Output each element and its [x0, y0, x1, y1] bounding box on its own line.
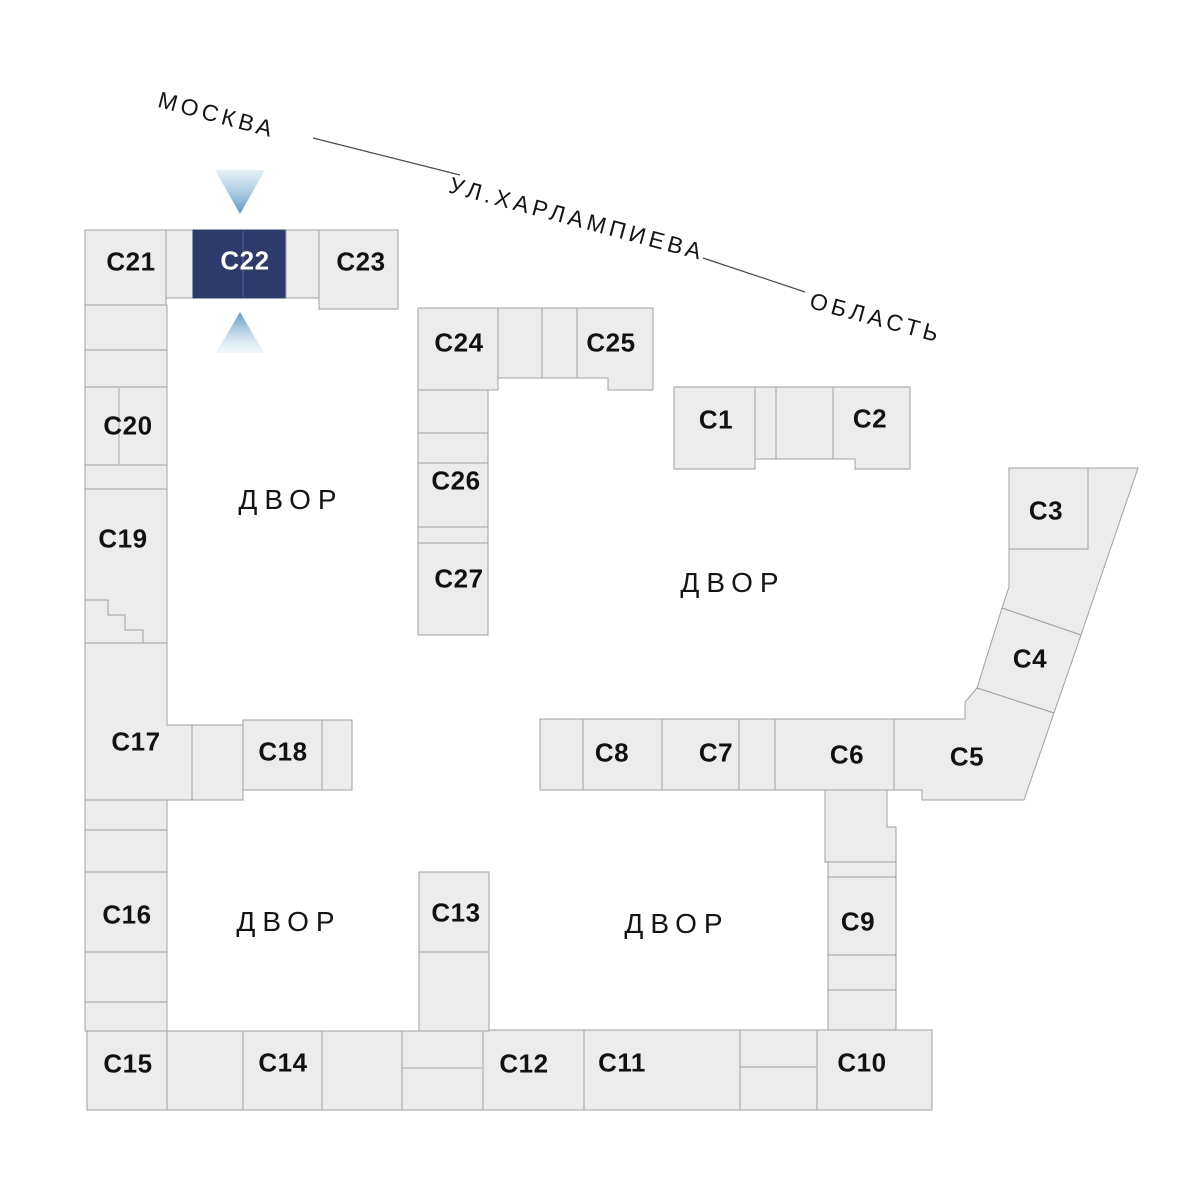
building-section [84, 304, 168, 351]
building-label-c7[interactable]: С7 [698, 737, 734, 768]
building-section [739, 1029, 818, 1068]
building-label-c1[interactable]: С1 [698, 404, 734, 435]
building-c17-shape[interactable] [84, 642, 193, 801]
building-c9-shape[interactable] [827, 876, 897, 956]
building-section [84, 829, 168, 873]
building-c6-shape[interactable] [774, 718, 895, 791]
entrance-arrow-down-icon [215, 170, 265, 214]
building-section [418, 951, 490, 1032]
building-label-c21[interactable]: С21 [106, 246, 156, 277]
building-section [754, 386, 777, 460]
building-section [541, 307, 578, 379]
building-section [401, 1030, 484, 1111]
building-section [775, 386, 834, 460]
building-label-c4[interactable]: С4 [1012, 643, 1048, 674]
building-section [84, 464, 168, 490]
building-label-c24[interactable]: С24 [434, 327, 484, 358]
building-c2-shape[interactable] [832, 386, 911, 470]
building-label-c16[interactable]: С16 [102, 899, 152, 930]
building-c10-shape[interactable] [816, 1029, 933, 1111]
building-label-c11[interactable]: С11 [598, 1047, 646, 1078]
courtyard-label-bottom-left: ДВОР [236, 906, 342, 937]
building-c20-shape[interactable] [84, 386, 168, 466]
building-label-c8[interactable]: С8 [594, 737, 630, 768]
building-section [417, 526, 489, 544]
building-label-c23[interactable]: С23 [336, 246, 386, 277]
building-c13-shape[interactable] [418, 871, 490, 953]
building-label-c26[interactable]: С26 [431, 465, 481, 496]
building-section [738, 718, 776, 791]
building-section [497, 307, 543, 379]
building-label-c27[interactable]: С27 [434, 563, 484, 594]
building-c11-shape[interactable] [583, 1029, 741, 1111]
building-c15-shape[interactable] [86, 1030, 168, 1111]
building-section [166, 1030, 244, 1111]
entrance-arrow-up-icon [216, 312, 264, 353]
building-section [827, 954, 897, 991]
building-c14-shape[interactable] [242, 1030, 323, 1111]
building-section [417, 389, 489, 434]
building-label-c12[interactable]: С12 [499, 1048, 549, 1079]
building-c5-shape[interactable] [893, 687, 1055, 801]
building-section [191, 724, 244, 801]
building-section [285, 229, 320, 299]
building-section [739, 1066, 818, 1111]
building-section [321, 719, 353, 791]
building-c12-shape[interactable] [482, 1029, 585, 1111]
building-label-c6[interactable]: С6 [829, 739, 865, 770]
street-line-left [312, 137, 461, 176]
building-section [321, 1030, 403, 1111]
building-c27-shape[interactable] [417, 542, 489, 636]
building-c3-shape[interactable] [1008, 467, 1089, 550]
building-label-c19[interactable]: С19 [98, 523, 148, 554]
building-section [84, 951, 168, 1003]
street-line-right [702, 257, 806, 293]
building-section [165, 229, 194, 299]
building-label-c5[interactable]: С5 [949, 741, 985, 772]
building-label-c17[interactable]: С17 [111, 726, 161, 757]
building-c1-shape[interactable] [673, 386, 756, 470]
building-label-c10[interactable]: С10 [837, 1047, 887, 1078]
building-section [84, 799, 168, 831]
building-c18-shape[interactable] [242, 719, 323, 791]
building-section [417, 432, 489, 464]
courtyard-label-top-right: ДВОР [680, 567, 786, 598]
building-c26-shape[interactable] [417, 462, 489, 528]
building-c22-shape-selected[interactable] [192, 229, 287, 299]
building-label-c13[interactable]: С13 [431, 897, 481, 928]
building-label-c25[interactable]: С25 [586, 327, 636, 358]
building-label-c22-selected[interactable]: С22 [220, 245, 270, 276]
building-label-c3[interactable]: С3 [1028, 495, 1064, 526]
building-label-c9[interactable]: С9 [840, 906, 876, 937]
building-c21-shape[interactable] [84, 229, 167, 306]
courtyard-label-top-left: ДВОР [238, 484, 344, 515]
building-label-c15[interactable]: С15 [103, 1048, 153, 1079]
building-section [84, 349, 168, 388]
building-c25-shape[interactable] [576, 307, 654, 391]
building-section [539, 718, 584, 791]
building-c23-shape[interactable] [318, 229, 399, 310]
building-label-c20[interactable]: С20 [103, 410, 153, 441]
building-label-c14[interactable]: С14 [258, 1047, 308, 1078]
building-c8-shape[interactable] [582, 718, 663, 791]
building-section [827, 861, 897, 878]
building-label-c18[interactable]: С18 [258, 736, 308, 767]
building-label-c2[interactable]: С2 [852, 403, 888, 434]
building-c16-shape[interactable] [84, 871, 168, 953]
building-section [827, 989, 897, 1031]
courtyard-label-bottom-right: ДВОР [624, 908, 730, 939]
building-c7-shape[interactable] [661, 718, 740, 791]
building-section [84, 1001, 168, 1032]
building-section [824, 789, 897, 863]
